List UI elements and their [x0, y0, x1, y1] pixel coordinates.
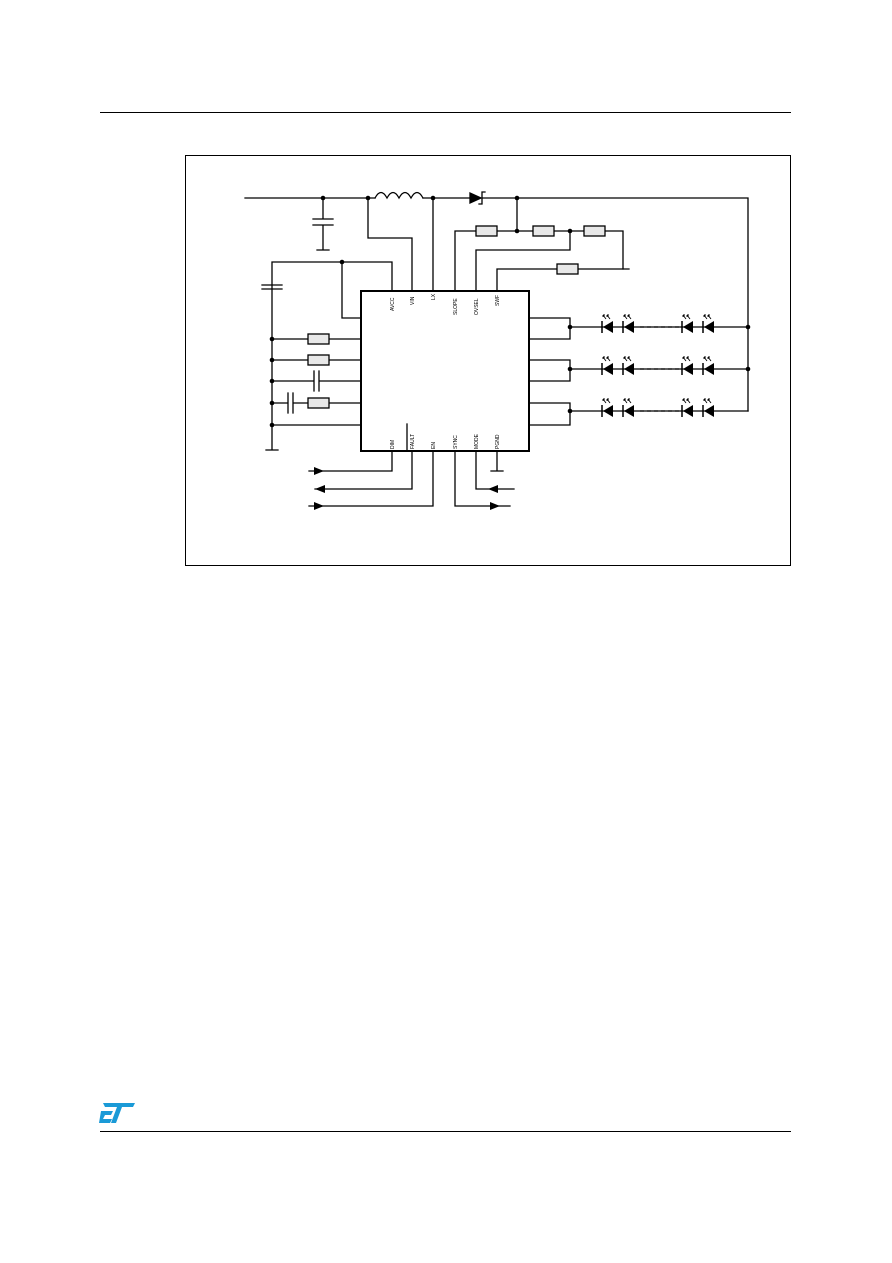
led-icon: [624, 321, 634, 333]
led-icon: [624, 405, 634, 417]
led-icon: [603, 321, 613, 333]
pin-label-pgnd: PGND: [495, 434, 501, 449]
led-strings: [601, 314, 714, 417]
led-emission-icon: [707, 314, 712, 320]
pin-label-vin: VIN: [410, 296, 416, 305]
led-emission-icon: [606, 398, 611, 404]
pin-label-avcc: AVCC: [390, 297, 396, 311]
pin-label-ovsel: OVSEL: [474, 298, 480, 315]
led-icon: [624, 363, 634, 375]
led-icon: [704, 405, 714, 417]
led-emission-icon: [707, 398, 712, 404]
led-emission-icon: [627, 314, 632, 320]
header-rule: [100, 112, 791, 113]
led-emission-icon: [606, 356, 611, 362]
led-icon: [683, 405, 693, 417]
led-emission-icon: [703, 398, 708, 404]
led-emission-icon: [686, 314, 691, 320]
led-emission-icon: [602, 398, 607, 404]
led-icon: [603, 363, 613, 375]
pin-label-sync: SYNC: [453, 435, 459, 449]
pin-label-swf: SWF: [495, 295, 501, 306]
led-emission-icon: [623, 398, 628, 404]
pin-label-slope: SLOPE: [453, 298, 459, 315]
led-emission-icon: [703, 356, 708, 362]
footer-rule: [100, 1131, 791, 1132]
led-icon: [704, 363, 714, 375]
pin-label-mode: MODE: [474, 433, 480, 449]
pin-label-dim: DIM: [390, 440, 396, 449]
led-emission-icon: [682, 356, 687, 362]
led-emission-icon: [602, 356, 607, 362]
pin-label-en: EN: [431, 442, 437, 449]
led-emission-icon: [707, 356, 712, 362]
led-icon: [683, 321, 693, 333]
led-emission-icon: [686, 398, 691, 404]
pin-label-lx: LX: [431, 293, 437, 300]
st-logo-icon: [99, 1103, 135, 1123]
figure-frame: [185, 155, 791, 566]
led-emission-icon: [623, 356, 628, 362]
led-emission-icon: [703, 314, 708, 320]
led-emission-icon: [623, 314, 628, 320]
led-emission-icon: [627, 356, 632, 362]
led-emission-icon: [682, 314, 687, 320]
led-emission-icon: [682, 398, 687, 404]
led-emission-icon: [686, 356, 691, 362]
led-emission-icon: [627, 398, 632, 404]
led-icon: [603, 405, 613, 417]
led-icon: [683, 363, 693, 375]
led-emission-icon: [606, 314, 611, 320]
led-icon: [704, 321, 714, 333]
pin-label-fault: FAULT: [410, 434, 416, 449]
led-emission-icon: [602, 314, 607, 320]
